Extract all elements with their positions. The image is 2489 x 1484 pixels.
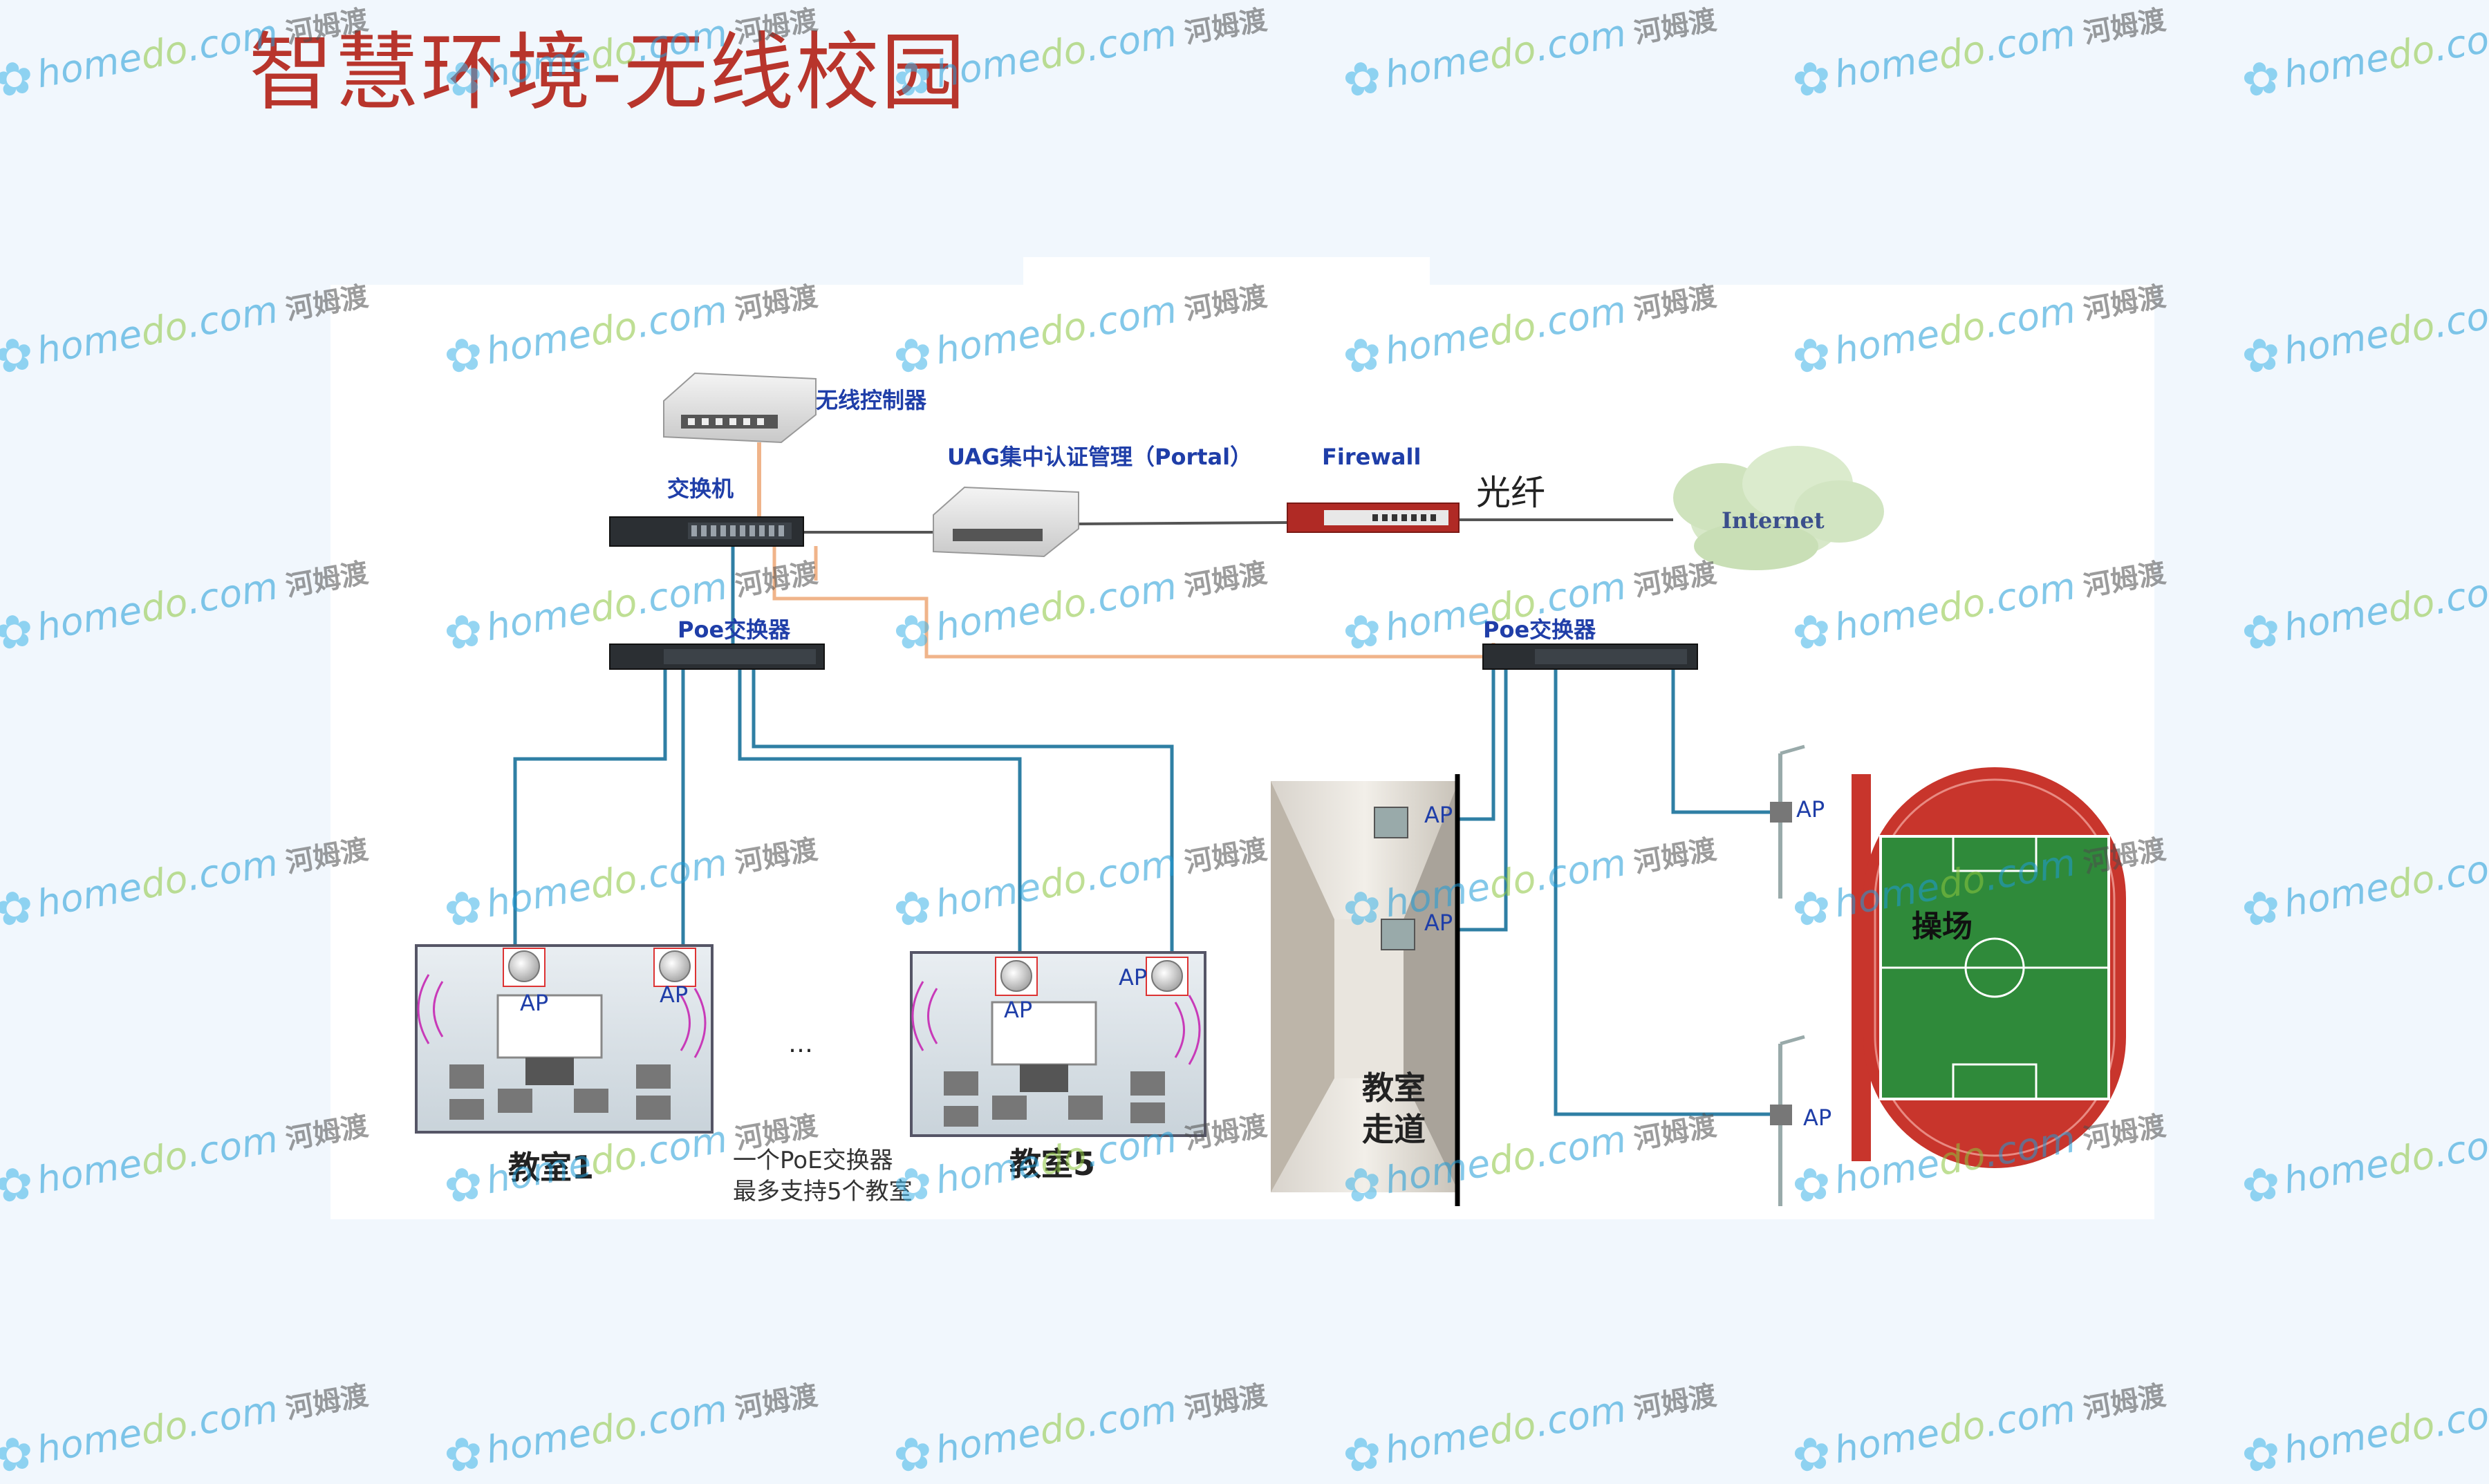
label-wireless-controller: 无线控制器 bbox=[816, 387, 927, 413]
label-firewall: Firewall bbox=[1322, 444, 1421, 470]
poe-switch-left-device bbox=[609, 644, 825, 670]
label-uag: UAG集中认证管理（Portal） bbox=[947, 444, 1252, 470]
corridor-ap-top-label: AP bbox=[1424, 802, 1453, 828]
watermark-flower-icon: ✿ bbox=[440, 1425, 487, 1484]
note-line2: 最多支持5个教室 bbox=[733, 1178, 913, 1205]
classroom5-ap-left-label: AP bbox=[1004, 997, 1032, 1023]
label-switch: 交换机 bbox=[667, 476, 734, 502]
label-internet: Internet bbox=[1722, 507, 1825, 534]
label-poe-switch-left: Poe交换器 bbox=[678, 617, 791, 643]
watermark-flower-icon: ✿ bbox=[1788, 1425, 1836, 1484]
diagram-panel-tab bbox=[1023, 257, 1430, 288]
label-corridor-line1: 教室 bbox=[1362, 1069, 1426, 1107]
watermark-text: do bbox=[1036, 1402, 1090, 1454]
link-poe-classroom1-a bbox=[513, 669, 667, 961]
slide: 智慧环境-无线校园 bbox=[0, 4, 2489, 1484]
classroom-ellipsis: … bbox=[788, 1030, 813, 1058]
classroom1-ap-left-label: AP bbox=[520, 990, 548, 1016]
classroom5-ap-left bbox=[995, 957, 1038, 996]
core-switch-device bbox=[609, 516, 804, 547]
firewall-device bbox=[1287, 503, 1460, 533]
corridor-ap-top bbox=[1374, 807, 1408, 838]
watermark-text: home bbox=[2280, 1410, 2392, 1472]
classroom1-ap-right-label: AP bbox=[660, 981, 688, 1008]
link-uag-firewall bbox=[1078, 521, 1288, 525]
watermark-flower-icon: ✿ bbox=[0, 1425, 38, 1484]
internet-cloud-icon bbox=[1673, 446, 1884, 570]
watermark-text: do bbox=[1485, 1402, 1540, 1454]
link-switch-poe-right bbox=[772, 546, 1495, 659]
label-corridor-line2: 走道 bbox=[1362, 1111, 1426, 1148]
label-classroom1: 教室1 bbox=[508, 1149, 594, 1186]
watermark-flower-icon: ✿ bbox=[1339, 1425, 1386, 1484]
link-poe-playground-ap2 bbox=[1554, 669, 1770, 1116]
poe-switch-right-device bbox=[1482, 644, 1698, 670]
label-classroom5: 教室5 bbox=[1009, 1145, 1095, 1183]
watermark-text: home bbox=[932, 1410, 1044, 1472]
link-poe-classroom5-a bbox=[738, 669, 1022, 957]
watermark-text: do bbox=[586, 1402, 641, 1454]
link-poe-playground-ap1 bbox=[1671, 669, 1770, 814]
classroom1-ap-left bbox=[503, 948, 546, 987]
classroom1-ap-right bbox=[653, 948, 696, 987]
link-poe-classroom5-b bbox=[752, 669, 1174, 954]
watermark-flower-icon: ✿ bbox=[2237, 1425, 2285, 1484]
watermark-text: home bbox=[1381, 1410, 1493, 1472]
playground-pole-top bbox=[1770, 744, 1805, 899]
network-diagram: 无线控制器 交换机 UAG集中认证管理（Portal） bbox=[415, 372, 2126, 1206]
label-fiber: 光纤 bbox=[1476, 473, 1545, 513]
watermark-text: do bbox=[137, 1402, 192, 1454]
slide-title: 智慧环境-无线校园 bbox=[249, 24, 967, 122]
playground-ap-bottom-label: AP bbox=[1803, 1105, 1831, 1131]
wireless-controller-device bbox=[663, 372, 817, 444]
classroom5-ap-right-label: AP bbox=[1119, 964, 1147, 990]
corridor-ap-bottom-label: AP bbox=[1424, 910, 1453, 936]
watermark-text: do bbox=[1935, 1402, 1989, 1454]
corridor-ap-bottom bbox=[1381, 919, 1415, 950]
watermark-text: do bbox=[2384, 1402, 2439, 1454]
note-line1: 一个PoE交换器 bbox=[733, 1147, 893, 1174]
playground-pole-bottom bbox=[1770, 1035, 1805, 1206]
playground-illustration bbox=[1852, 767, 2126, 1168]
uag-device bbox=[933, 486, 1079, 558]
classroom5-ap-right bbox=[1146, 957, 1188, 996]
watermark-text: home bbox=[1831, 1410, 1943, 1472]
label-playground: 操场 bbox=[1912, 909, 1973, 944]
watermark-text: home bbox=[483, 1410, 595, 1472]
watermark-flower-icon: ✿ bbox=[889, 1425, 937, 1484]
playground-ap-top-label: AP bbox=[1796, 796, 1825, 823]
label-poe-switch-right: Poe交换器 bbox=[1483, 617, 1596, 643]
watermark-text: home bbox=[33, 1410, 145, 1472]
